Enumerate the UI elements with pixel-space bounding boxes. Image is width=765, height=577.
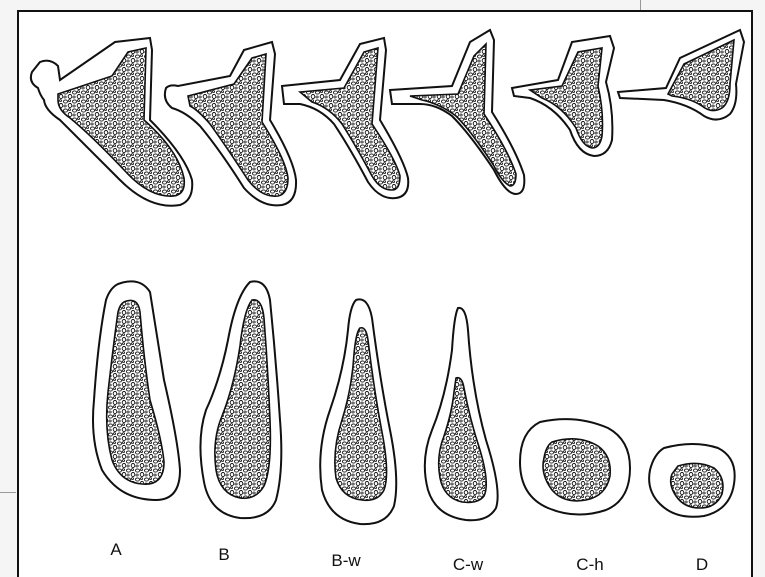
label-D: D (696, 555, 708, 575)
label-B-w: B-w (331, 551, 360, 571)
top-section-D (618, 30, 744, 120)
bottom-section-A (93, 281, 180, 500)
bottom-section-B (200, 281, 281, 518)
top-section-B-w (282, 38, 408, 198)
label-B: B (218, 545, 229, 565)
top-section-C-h (512, 36, 614, 156)
bottom-section-C-h (520, 419, 630, 514)
label-C-h: C-h (576, 555, 603, 575)
top-section-C-w (390, 30, 524, 194)
bottom-section-D (649, 444, 735, 517)
bottom-section-B-w (320, 299, 396, 524)
bottom-section-C-w (425, 308, 498, 520)
label-A: A (110, 540, 121, 560)
label-C-w: C-w (453, 555, 483, 575)
top-section-A (31, 38, 192, 206)
